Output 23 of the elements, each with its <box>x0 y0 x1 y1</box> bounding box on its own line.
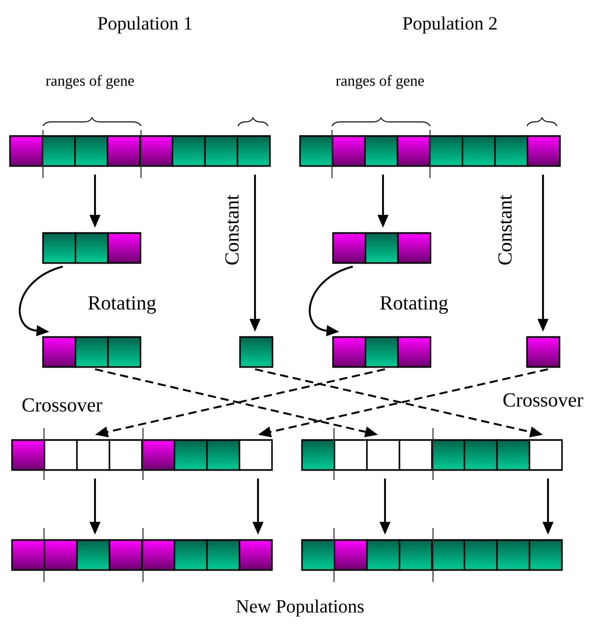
label: ranges of gene <box>46 75 134 89</box>
label: Population 1 <box>98 16 192 34</box>
label: Crossover <box>503 393 584 407</box>
label: ranges of gene <box>336 75 424 89</box>
chromosome-bar <box>9 135 271 167</box>
chromosome-bar <box>526 336 560 368</box>
chromosome-bar <box>332 232 432 264</box>
label: Crossover <box>22 398 102 412</box>
chromosome-bar <box>11 539 273 571</box>
chromosome-bar <box>332 336 432 368</box>
chromosome-bar <box>301 439 563 471</box>
edge-label: Constant <box>225 194 239 265</box>
chromosome-bar <box>11 439 273 471</box>
chromosome-bar <box>301 539 563 571</box>
edge-label: Rotating <box>380 296 448 314</box>
label: New Populations <box>236 600 364 616</box>
edge-label: Constant <box>498 194 512 265</box>
chromosome-bar <box>299 135 561 167</box>
label: Population 2 <box>402 16 497 34</box>
edge-label: Rotating <box>88 296 156 314</box>
chromosome-bar <box>42 336 142 368</box>
chromosome-bar <box>42 232 142 264</box>
chromosome-bar <box>239 336 274 368</box>
